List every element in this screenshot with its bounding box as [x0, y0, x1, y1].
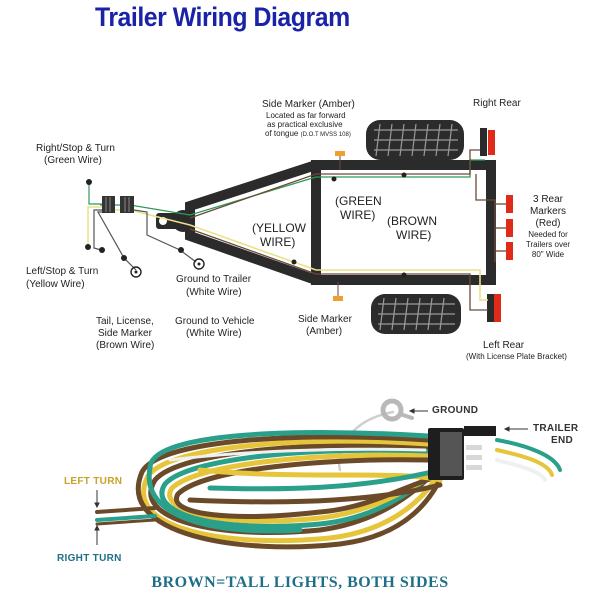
label-rear-markers-note-3: 80" Wide [531, 250, 565, 259]
label-side-marker-top: Side Marker (Amber) [262, 99, 355, 110]
bottom-caption: BROWN=TALL LIGHTS, BOTH SIDES [151, 574, 449, 591]
label-tail-license-wire: (Brown Wire) [96, 340, 155, 351]
label-side-marker-bottom-2: (Amber) [306, 326, 343, 337]
label-ground-vehicle: Ground to Vehicle [175, 316, 255, 327]
label-green-wire-2: WIRE) [340, 208, 376, 222]
label-left-stop-turn: Left/Stop & Turn [26, 266, 99, 277]
trailer-end-connector [428, 426, 496, 480]
ground-ring-trailer [193, 258, 205, 270]
tire-top [366, 120, 464, 160]
label-yellow-wire-1: (YELLOW [252, 221, 307, 235]
coupler [156, 210, 194, 232]
label-ground: GROUND [432, 405, 479, 416]
trailer-frame [185, 160, 496, 285]
brown-wire-bottom [189, 228, 488, 311]
label-trailer-end-1: TRAILER [533, 423, 579, 434]
label-rear-markers-3: (Red) [535, 218, 561, 229]
label-yellow-wire-2: WIRE) [260, 235, 296, 249]
label-tail-license-2: Side Marker [98, 328, 152, 339]
label-right-turn: RIGHT TURN [57, 553, 122, 564]
label-trailer-end-2: END [551, 435, 574, 446]
left-rear-light [494, 294, 501, 322]
label-right-stop-turn: Right/Stop & Turn [36, 143, 115, 154]
rear-marker-red-2 [506, 219, 513, 237]
page-title: Trailer Wiring Diagram [95, 2, 350, 32]
rear-marker-red-1 [506, 195, 513, 213]
tire-bottom [371, 294, 461, 334]
photo-pointers [94, 408, 528, 545]
label-side-marker-note-1: Located as far forward [266, 111, 346, 120]
side-marker-amber-top [335, 151, 345, 156]
label-green-wire-1: (GREEN [335, 194, 382, 208]
label-ground-trailer-wire: (White Wire) [186, 287, 242, 298]
label-rear-markers-note-1: Needed for [528, 230, 568, 239]
label-left-stop-turn-wire: (Yellow Wire) [26, 279, 85, 290]
label-side-marker-note-3: of tongue (D.O.T MVSS 108) [265, 129, 351, 138]
label-rear-markers-note-2: Trailers over [525, 240, 571, 249]
label-rear-markers-2: Markers [529, 206, 567, 217]
wire-harness-photo [95, 398, 562, 550]
ground-ring-vehicle [130, 266, 142, 278]
label-left-rear: Left Rear [483, 340, 525, 351]
label-side-marker-bottom-1: Side Marker [298, 314, 352, 325]
label-ground-trailer: Ground to Trailer [176, 274, 252, 285]
rear-marker-red-3 [506, 242, 513, 260]
label-tail-license-1: Tail, License, [96, 316, 154, 327]
brown-wire-top [189, 149, 480, 219]
label-rear-markers-1: 3 Rear [532, 194, 563, 205]
label-left-rear-note: (With License Plate Bracket) [466, 352, 567, 361]
vehicle-plug-connector [102, 196, 134, 213]
label-brown-wire-2: WIRE) [396, 228, 432, 242]
right-rear-light [488, 130, 495, 155]
label-left-turn: LEFT TURN [64, 476, 123, 487]
label-right-stop-turn-wire: (Green Wire) [44, 155, 102, 166]
ground-ring-terminal [380, 398, 414, 422]
label-ground-vehicle-wire: (White Wire) [186, 328, 242, 339]
side-marker-amber-bottom [333, 296, 343, 301]
label-brown-wire-1: (BROWN [387, 214, 437, 228]
label-right-rear: Right Rear [473, 98, 521, 109]
brown-wire-marker [475, 174, 496, 262]
label-side-marker-note-2: as practical exclusive [267, 120, 343, 129]
